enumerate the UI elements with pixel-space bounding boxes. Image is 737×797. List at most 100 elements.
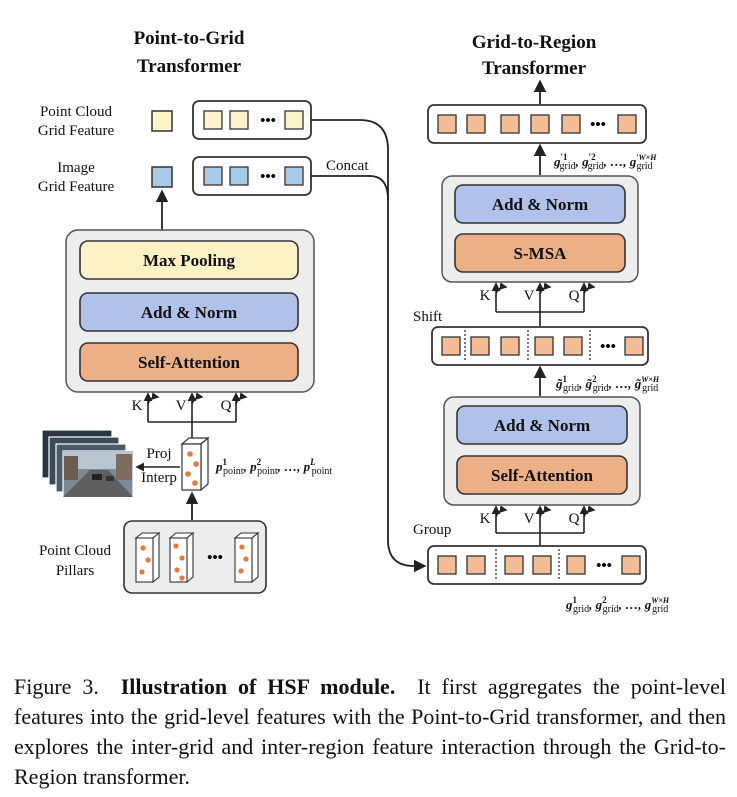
kvq-branch-bottom: [496, 532, 584, 547]
region-token: [437, 114, 457, 134]
point-feature-token: [229, 110, 249, 130]
pillar: [233, 531, 260, 584]
ellipsis: •••: [596, 558, 612, 574]
right-title-line2: Transformer: [482, 58, 587, 79]
shifted-token: [500, 336, 520, 356]
image-grid-feature-label-1: Image: [57, 160, 95, 176]
add-norm-label-left: Add & Norm: [141, 303, 237, 322]
shifted-token: [534, 336, 554, 356]
max-pooling-label: Max Pooling: [143, 251, 236, 270]
q-curl-top: [583, 282, 596, 295]
image-feature-token: [229, 166, 249, 186]
left-title-line2: Transformer: [137, 56, 242, 77]
ellipsis: •••: [260, 113, 276, 129]
k-label-bottom: K: [480, 511, 491, 527]
s-msa-block: [454, 233, 626, 273]
grid-token: [437, 555, 457, 575]
region-token: [617, 114, 637, 134]
q-label-top: Q: [569, 288, 580, 304]
shifted-token: [624, 336, 644, 356]
point-cloud-grid-feature-label-2: Grid Feature: [38, 123, 115, 139]
caption-figure-number: Figure 3.: [14, 674, 99, 699]
k-curl-bottom: [495, 505, 508, 518]
k-label-top: K: [480, 288, 491, 304]
kvq-branch-top: [496, 311, 584, 326]
figure-caption: Figure 3. Illustration of HSF module. It…: [14, 672, 726, 792]
grid-token: [621, 555, 641, 575]
point-cloud-pillars-label-2: Pillars: [56, 563, 94, 579]
camera-image-stack: [41, 429, 134, 498]
region-token: [561, 114, 581, 134]
add-norm-block-bottom: [456, 405, 628, 445]
interp-label: Interp: [141, 470, 177, 486]
caption-title: Illustration of HSF module.: [120, 674, 396, 699]
point-cloud-pillars-label-1: Point Cloud: [39, 543, 112, 559]
grid-token: [466, 555, 486, 575]
image-feature-legend-square: [151, 166, 173, 188]
self-attention-label-right: Self-Attention: [491, 466, 594, 485]
max-pooling-block: [79, 240, 299, 280]
shifted-token: [563, 336, 583, 356]
grid-token: [504, 555, 524, 575]
add-norm-label-top: Add & Norm: [492, 195, 588, 214]
region-token: [530, 114, 550, 134]
s-msa-label: S-MSA: [514, 244, 568, 263]
ellipsis: •••: [590, 117, 606, 133]
region-token: [466, 114, 486, 134]
q-curl-left: [235, 392, 248, 405]
k-curl-left: [147, 392, 160, 405]
ellipsis: •••: [207, 550, 223, 566]
point-feature-legend-square: [151, 110, 173, 132]
kvq-branch-left: [148, 421, 236, 438]
image-feature-token: [203, 166, 223, 186]
v-label-bottom: V: [524, 511, 535, 527]
point-cloud-grid-feature-label-1: Point Cloud: [40, 104, 113, 120]
k-label-left: K: [132, 398, 143, 414]
point-pillar: [180, 436, 210, 492]
add-norm-block-left: [79, 292, 299, 332]
add-norm-block-top: [454, 184, 626, 224]
v-label-left: V: [176, 398, 187, 414]
shift-label: Shift: [413, 309, 443, 325]
ellipsis: •••: [260, 169, 276, 185]
hsf-diagram: Point-to-Grid Transformer Point Cloud Gr…: [38, 28, 670, 615]
q-curl-bottom: [583, 505, 596, 518]
proj-label: Proj: [146, 446, 171, 462]
image-grid-feature-label-2: Grid Feature: [38, 179, 115, 195]
v-curl-left: [191, 392, 204, 405]
v-label-top: V: [524, 288, 535, 304]
self-attention-label-left: Self-Attention: [138, 353, 241, 372]
concat-connector-image: [311, 175, 389, 201]
pillar: [134, 531, 161, 584]
k-curl-top: [495, 282, 508, 295]
q-label-bottom: Q: [569, 511, 580, 527]
point-feature-token: [203, 110, 223, 130]
ellipsis: •••: [600, 339, 616, 355]
grid-token: [532, 555, 552, 575]
region-token: [500, 114, 520, 134]
shifted-token: [441, 336, 461, 356]
right-title-line1: Grid-to-Region: [472, 32, 597, 53]
grid-token: [566, 555, 586, 575]
add-norm-label-bottom: Add & Norm: [494, 416, 590, 435]
concat-label: Concat: [326, 158, 369, 174]
self-attention-block-left: [79, 342, 299, 382]
point-feature-token: [284, 110, 304, 130]
v-curl-bottom: [539, 505, 552, 518]
pillar: [168, 531, 195, 584]
group-label: Group: [413, 522, 451, 538]
self-attention-block-right: [456, 455, 628, 495]
shifted-token: [470, 336, 490, 356]
concat-connector-point: [311, 119, 427, 573]
q-label-left: Q: [221, 398, 232, 414]
image-feature-token: [284, 166, 304, 186]
street-scene-image: [62, 450, 134, 498]
v-curl-top: [539, 282, 552, 295]
left-title-line1: Point-to-Grid: [134, 28, 245, 49]
caption-body: It first aggregates the point-level feat…: [14, 674, 727, 789]
